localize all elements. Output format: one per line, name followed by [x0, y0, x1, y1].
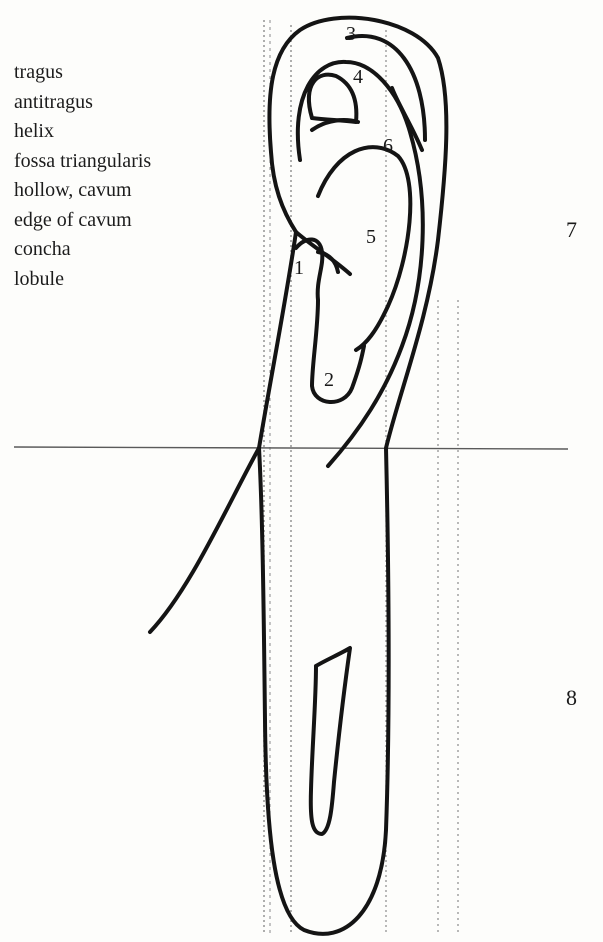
- callout-2: 2: [324, 369, 334, 391]
- callout-1: 1: [294, 257, 304, 279]
- cymba-small-fold: [392, 88, 422, 150]
- callout-5: 5: [366, 226, 376, 248]
- callout-3: 3: [346, 23, 356, 45]
- callout-7: 7: [566, 217, 577, 242]
- ear-outline: [150, 18, 446, 934]
- lobule-hollow: [311, 648, 350, 834]
- antihelix-crus: [312, 120, 358, 130]
- callout-6: 6: [383, 135, 393, 157]
- guide-horizontal: [14, 447, 568, 449]
- outer-helix-rim: [259, 18, 446, 934]
- callout-8: 8: [566, 685, 577, 710]
- earlobe-lower-tail: [150, 448, 259, 632]
- guide-lines: [14, 20, 568, 935]
- callout-numbers: 1 2 3 4 5 6 7 8: [294, 23, 577, 710]
- concha-inner-ridge: [318, 147, 410, 350]
- callout-4: 4: [353, 66, 363, 88]
- fossa-triangularis-loop: [309, 75, 356, 122]
